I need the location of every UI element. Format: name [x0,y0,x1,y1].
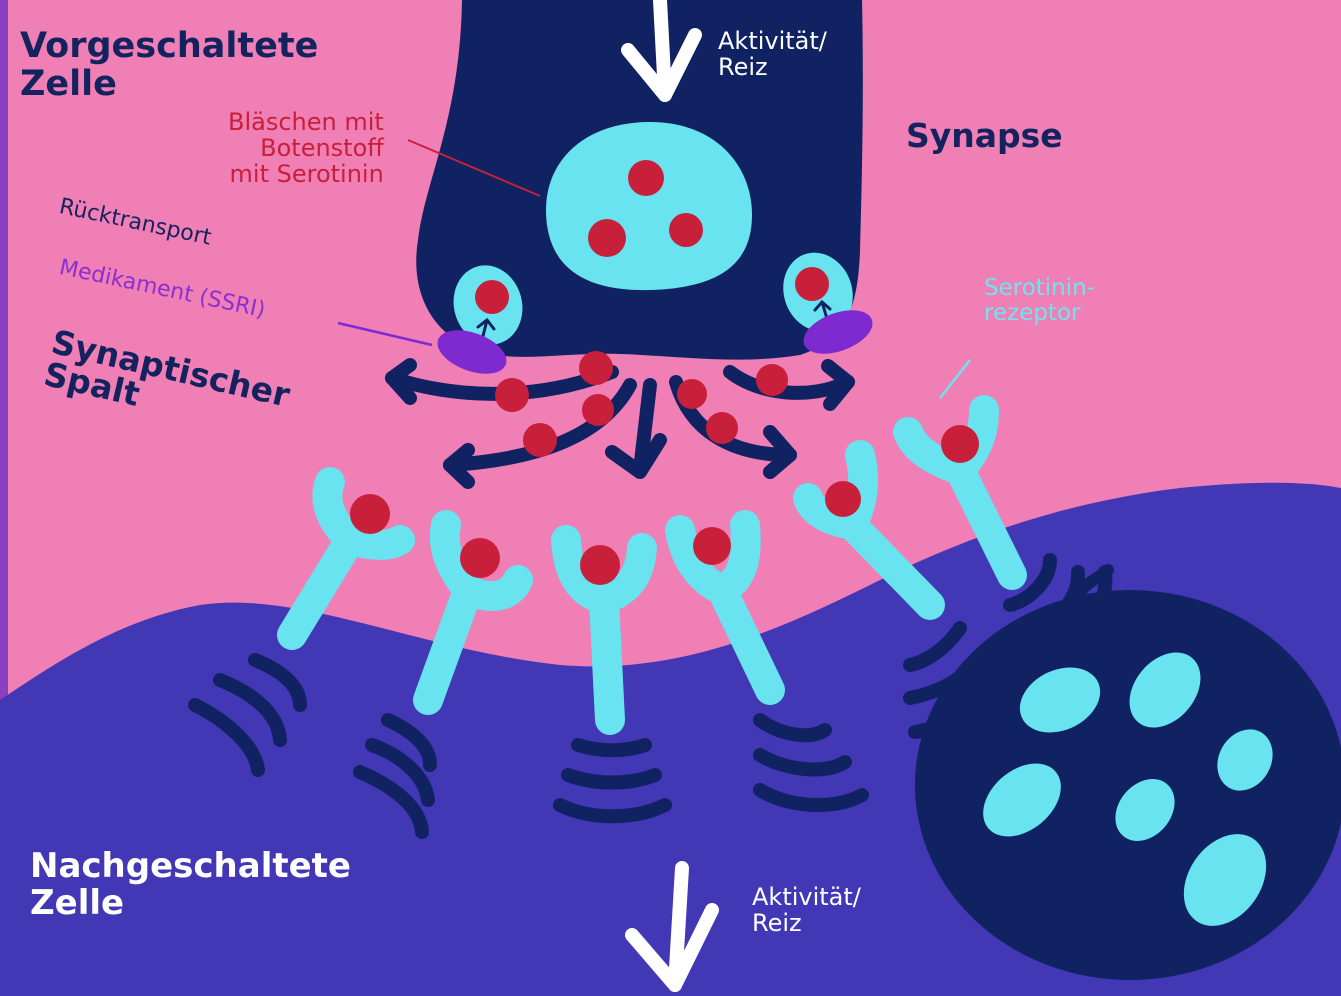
activity-label-bottom: Aktivität/ Reiz [752,884,861,937]
vesicle-label: Bläschen mit Botenstoff mit Serotinin [228,110,384,188]
presynaptic-cell-label: Vorgeschaltete Zelle [20,28,318,104]
synapse-label: Synapse [906,118,1063,154]
ssri-pointer-line [338,323,432,345]
activity-label-top: Aktivität/ Reiz [718,28,827,81]
transporter-right-serotonin [795,267,829,301]
postsynaptic-cell-label: Nachgeschaltete Zelle [30,848,351,921]
receptor-pointer-line [940,360,970,398]
vesicle [546,122,752,290]
receptor-label: Serotinin- rezeptor [984,276,1095,326]
transporter-left-serotonin [475,280,509,314]
